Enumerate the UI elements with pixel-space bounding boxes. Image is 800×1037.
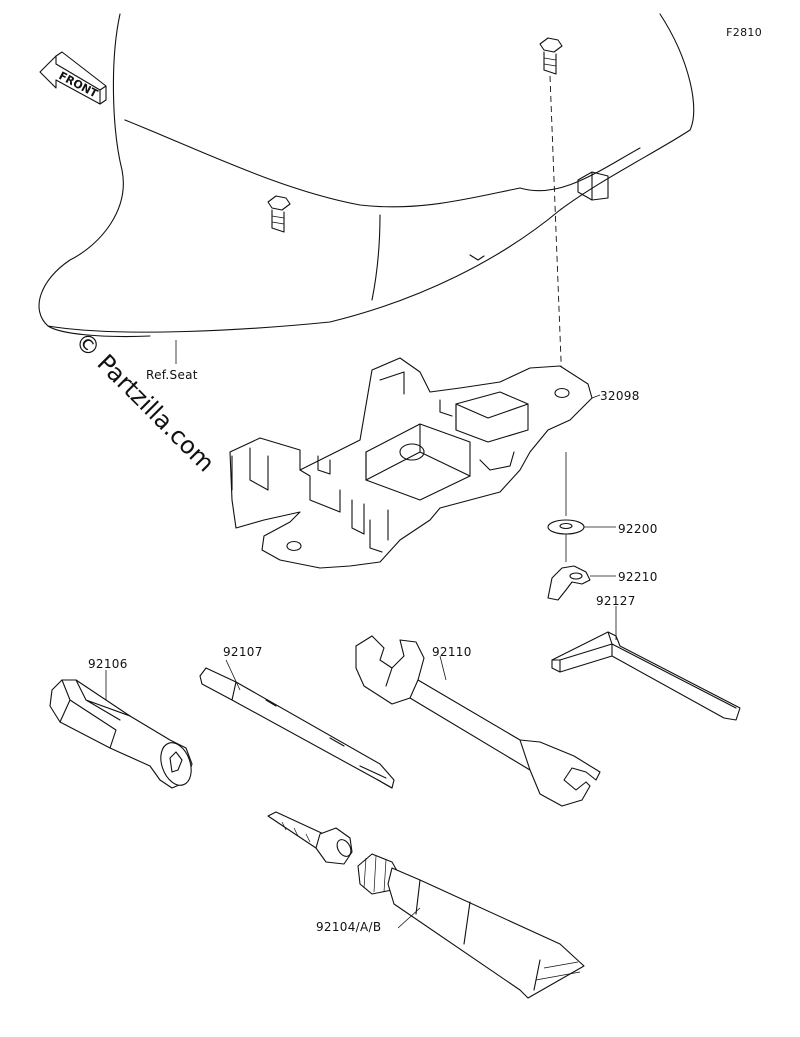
washer-92200 bbox=[547, 519, 585, 535]
bolt-leader-dashed bbox=[549, 75, 563, 387]
bolt-icon bbox=[267, 195, 291, 233]
seat-outline bbox=[38, 13, 695, 338]
part-label-92110: 92110 bbox=[432, 645, 472, 659]
part-label-92107: 92107 bbox=[223, 645, 263, 659]
plug-wrench-handle-92106 bbox=[49, 679, 193, 789]
nozzle-part bbox=[267, 811, 353, 865]
p92110-leader bbox=[439, 655, 447, 681]
part-label-92210: 92210 bbox=[618, 570, 658, 584]
open-wrench-92110 bbox=[355, 635, 601, 807]
part-label-92200: 92200 bbox=[618, 522, 658, 536]
front-arrow-icon: FRONT bbox=[39, 51, 107, 105]
front-arrow-label: FRONT bbox=[57, 69, 101, 100]
screwdriver-92107 bbox=[199, 667, 395, 789]
p92107-leader bbox=[225, 659, 241, 691]
figure-code: F2810 bbox=[726, 26, 762, 39]
part-label-32098: 32098 bbox=[600, 389, 640, 403]
ref-seat-label: Ref.Seat bbox=[146, 368, 198, 382]
part-label-92127: 92127 bbox=[596, 594, 636, 608]
bolt-icon bbox=[539, 37, 563, 75]
grease-tube-92104 bbox=[357, 853, 585, 999]
wing-nut-92210 bbox=[547, 565, 591, 601]
part-label-92106: 92106 bbox=[88, 657, 128, 671]
p92104-leader bbox=[397, 907, 421, 929]
part-label-92104: 92104/A/B bbox=[316, 920, 382, 934]
tool-tray-32098 bbox=[229, 357, 593, 569]
p32098-leader bbox=[591, 394, 601, 399]
hex-wrench-92127 bbox=[551, 631, 741, 721]
